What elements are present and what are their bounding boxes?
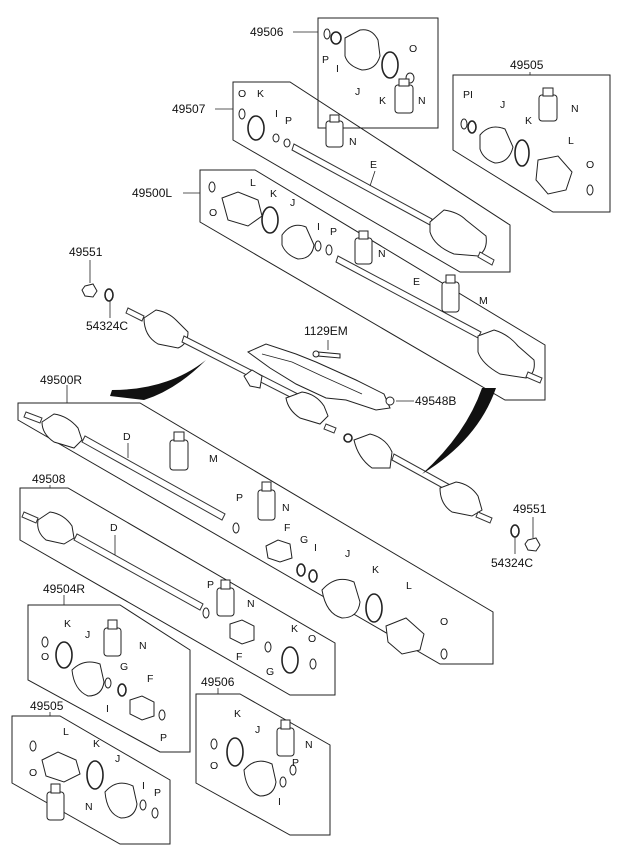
group-49551-left: 49551 54324C <box>69 245 128 333</box>
svg-text:K: K <box>270 188 277 200</box>
svg-text:G: G <box>300 534 308 546</box>
svg-text:P: P <box>160 732 167 744</box>
group-49505-bottom: 49505 L K J O I P N <box>11 699 171 845</box>
svg-text:N: N <box>418 95 426 107</box>
group-49506-top: 49506 P I J K O N <box>250 17 439 129</box>
svg-text:O: O <box>440 616 448 628</box>
svg-text:K: K <box>372 564 379 576</box>
svg-text:K: K <box>379 95 386 107</box>
svg-text:L: L <box>63 726 69 738</box>
label-49506-bottom: 49506 <box>201 675 235 689</box>
label-49551-right: 49551 <box>513 502 547 516</box>
svg-text:P: P <box>330 226 337 238</box>
svg-text:I: I <box>317 221 320 233</box>
svg-text:D: D <box>123 431 131 443</box>
main-right-shaft <box>343 433 493 524</box>
group-49500R: 49500R D M P N F G I J K L O <box>17 373 494 665</box>
svg-text:N: N <box>282 502 290 514</box>
svg-text:N: N <box>85 801 93 813</box>
label-54324C-left: 54324C <box>86 319 128 333</box>
label-49508: 49508 <box>32 472 66 486</box>
group-49506-bottom: 49506 K J O N P I <box>195 675 331 836</box>
svg-text:J: J <box>115 753 120 765</box>
svg-text:J: J <box>85 629 90 641</box>
svg-text:O: O <box>409 43 417 55</box>
svg-text:O: O <box>29 767 37 779</box>
group-49500L: 49500L O L K J I P N E M <box>132 169 546 401</box>
svg-text:I: I <box>336 63 339 75</box>
svg-text:P: P <box>322 54 329 66</box>
group-49507: 49507 O K I P N E <box>172 81 511 273</box>
svg-text:N: N <box>247 598 255 610</box>
svg-text:K: K <box>64 618 71 630</box>
svg-text:P: P <box>236 492 243 504</box>
label-49500L: 49500L <box>132 186 172 200</box>
svg-text:N: N <box>139 640 147 652</box>
label-49505-top: 49505 <box>510 58 544 72</box>
curved-arrows <box>110 360 496 474</box>
svg-text:K: K <box>234 708 241 720</box>
svg-text:J: J <box>500 99 505 111</box>
svg-text:G: G <box>266 666 274 678</box>
svg-text:K: K <box>93 738 100 750</box>
label-49504R: 49504R <box>43 582 85 596</box>
group-1129EM: 1129EM <box>304 324 348 359</box>
svg-text:N: N <box>349 136 357 148</box>
svg-text:PI: PI <box>463 89 473 101</box>
svg-text:L: L <box>250 177 256 189</box>
svg-text:O: O <box>210 760 218 772</box>
svg-text:K: K <box>257 88 264 100</box>
svg-text:F: F <box>284 522 290 534</box>
svg-text:I: I <box>106 703 109 715</box>
label-49505-bottom: 49505 <box>30 699 64 713</box>
label-49507: 49507 <box>172 102 206 116</box>
label-49548B: 49548B <box>415 394 456 408</box>
label-49506-top: 49506 <box>250 25 284 39</box>
svg-text:P: P <box>207 579 214 591</box>
svg-text:M: M <box>209 453 218 465</box>
svg-text:I: I <box>275 108 278 120</box>
svg-text:P: P <box>292 757 299 769</box>
svg-text:I: I <box>278 796 281 808</box>
label-1129EM: 1129EM <box>304 324 348 338</box>
svg-text:O: O <box>308 633 316 645</box>
svg-text:D: D <box>110 522 118 534</box>
svg-text:O: O <box>586 159 594 171</box>
label-49551-left: 49551 <box>69 245 103 259</box>
svg-text:J: J <box>255 724 260 736</box>
svg-text:N: N <box>305 739 313 751</box>
svg-text:O: O <box>238 88 246 100</box>
svg-text:J: J <box>290 197 295 209</box>
svg-text:J: J <box>345 548 350 560</box>
svg-text:F: F <box>147 673 153 685</box>
label-49500R: 49500R <box>40 373 82 387</box>
svg-text:E: E <box>413 276 420 288</box>
svg-text:F: F <box>236 651 242 663</box>
svg-text:L: L <box>406 580 412 592</box>
svg-text:M: M <box>479 295 488 307</box>
svg-text:N: N <box>378 248 386 260</box>
svg-text:N: N <box>571 103 579 115</box>
svg-text:E: E <box>370 159 377 171</box>
group-49504R: 49504R K J O N G F I P <box>27 582 191 753</box>
svg-text:P: P <box>154 787 161 799</box>
svg-text:O: O <box>41 651 49 663</box>
svg-text:P: P <box>285 115 292 127</box>
label-54324C-right: 54324C <box>491 556 533 570</box>
svg-text:I: I <box>142 780 145 792</box>
group-49551-right: 49551 54324C <box>491 502 547 570</box>
main-left-shaft <box>125 307 337 434</box>
group-49548B: 49548B <box>247 343 456 411</box>
svg-text:K: K <box>525 115 532 127</box>
group-49505-top: 49505 PI J K L N O <box>452 58 611 213</box>
svg-text:K: K <box>291 623 298 635</box>
group-49508: 49508 D P N F G K O <box>19 472 336 696</box>
svg-text:I: I <box>314 542 317 554</box>
svg-text:J: J <box>355 86 360 98</box>
svg-text:O: O <box>209 207 217 219</box>
svg-text:G: G <box>120 661 128 673</box>
svg-text:L: L <box>568 135 574 147</box>
